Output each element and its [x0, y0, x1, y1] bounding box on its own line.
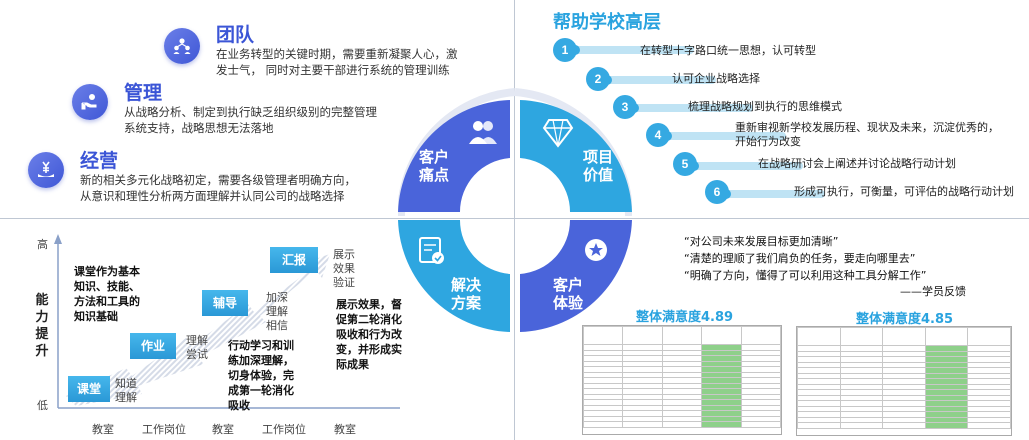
section-title-management: 管理	[124, 82, 163, 104]
x-label: 工作岗位	[142, 423, 186, 436]
management-desc-line: 系统支持，战略思想无法落地	[124, 121, 274, 135]
stair-note: 展示 效果 验证	[333, 248, 355, 289]
step-number: 4	[646, 123, 670, 147]
satisfaction-score-2: 整体满意度4.85	[856, 312, 954, 327]
quadrant-label-value: 项目价值	[582, 148, 613, 184]
feedback-quote: “清楚的理顺了我们肩负的任务，要走向哪里去”	[684, 252, 916, 265]
business-desc-line: 从意识和理性分析两方面理解并认同公司的战略选择	[80, 189, 345, 203]
chart-axes	[54, 234, 400, 409]
stair-note: 理解 尝试	[186, 334, 208, 361]
star-badge-icon	[585, 239, 607, 261]
quadrant-label-experience: 客户体验	[552, 276, 583, 312]
survey-table-image	[582, 325, 782, 435]
feedback-attribution: ——学员反馈	[900, 285, 966, 298]
x-label: 教室	[334, 423, 356, 436]
step-text: 形成可执行，可衡量，可评估的战略行动计划	[794, 185, 1014, 198]
feedback-quote: “明确了方向，懂得了可以利用这种工具分解工作”	[684, 269, 927, 282]
document-check-icon	[419, 237, 444, 264]
step-number: 6	[705, 180, 729, 204]
step-text: 认可企业战略选择	[672, 72, 760, 85]
stair-homework: 作业	[130, 333, 176, 359]
x-label: 工作岗位	[262, 423, 306, 436]
money-hand-icon	[28, 152, 64, 188]
diamond-icon	[542, 119, 574, 148]
feedback-quote: “对公司未来发展目标更加清晰”	[684, 235, 839, 248]
classroom-explanation: 课堂作为基本 知识、技能、 方法和工具的 知识基础	[74, 265, 140, 323]
team-icon	[164, 28, 200, 64]
center-quadrant-ring	[398, 88, 632, 332]
step-text: 重新审视新学校发展历程、现状及未来，沉淀优秀的，	[735, 121, 999, 134]
x-label: 教室	[92, 423, 114, 436]
quadrant-label-solution: 解决方案	[450, 276, 481, 312]
y-axis-low: 低	[37, 399, 48, 412]
management-desc-line: 从战略分析、制定到执行缺乏组织级别的完整管理	[124, 105, 377, 119]
stair-coaching: 辅导	[202, 290, 248, 316]
step-number: 5	[673, 152, 697, 176]
y-axis-high: 高	[37, 238, 48, 251]
action-learning-explanation: 行动学习和训 练加深理解， 切身体验，完 成第一轮消化 吸收	[228, 339, 294, 412]
stair-report: 汇报	[270, 247, 318, 273]
step-number: 3	[613, 95, 637, 119]
step-number: 2	[586, 67, 610, 91]
step-number: 1	[553, 38, 577, 62]
satisfaction-score-1: 整体满意度4.89	[636, 310, 734, 325]
team-desc-line: 在业务转型的关键时期，需要重新凝聚人心，激	[216, 47, 458, 61]
team-desc-line: 发士气， 同时对主要干部进行系统的管理训练	[216, 63, 450, 77]
quadrant-solution	[398, 220, 510, 332]
section-title-business: 经营	[80, 150, 119, 172]
help-school-title: 帮助学校高层	[553, 12, 661, 33]
step-text-cont: 开始行为改变	[735, 135, 801, 148]
y-axis-label: 能 力 提 升	[35, 293, 49, 359]
x-label: 教室	[212, 423, 234, 436]
section-title-team: 团队	[216, 24, 255, 46]
quadrant-label-pain: 客户痛点	[418, 148, 449, 184]
step-text: 在转型十字路口统一思想，认可转型	[640, 44, 816, 57]
hand-coin-icon	[72, 84, 108, 120]
stair-note: 知道 理解	[115, 377, 137, 404]
results-explanation: 展示效果，督 促第二轮消化 吸收和行为改 变，并形成实 际成果	[336, 298, 402, 371]
step-text: 在战略研讨会上阐述并讨论战略行动计划	[758, 157, 956, 170]
stair-note: 加深 理解 相信	[266, 291, 288, 332]
vertical-divider	[514, 0, 515, 440]
step-text: 梳理战略规划到执行的思维模式	[688, 100, 842, 113]
people-icon	[469, 121, 497, 144]
business-desc-line: 新的相关多元化战略初定，需要各级管理者明确方向，	[80, 173, 356, 187]
survey-table-image	[796, 326, 1012, 436]
stair-classroom: 课堂	[68, 376, 110, 402]
